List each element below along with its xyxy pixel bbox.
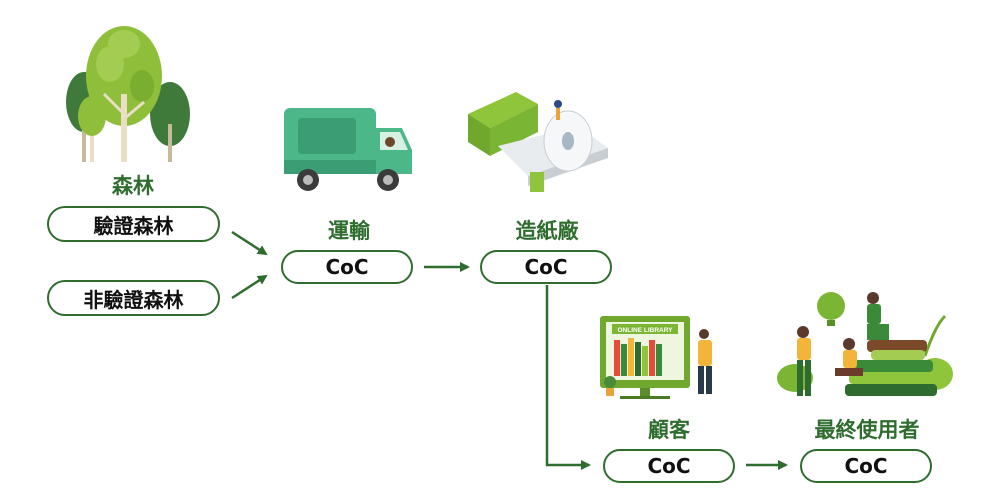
customer-coc-pill: CoC	[603, 449, 735, 483]
paper-machine-icon	[468, 92, 608, 192]
arrow-uncertified-to-transport	[231, 274, 268, 300]
transport-coc-pill: CoC	[281, 250, 413, 284]
end-user-coc-pill: CoC	[800, 449, 932, 483]
transport-heading: 運輸	[328, 219, 370, 243]
paper-mill-heading: 造紙廠	[515, 219, 579, 243]
trees-icon	[66, 26, 190, 162]
paper-mill-coc-pill: CoC	[480, 250, 612, 284]
arrow-mill-to-customer	[545, 285, 591, 470]
end-user-heading: 最終使用者	[814, 418, 920, 442]
certified-forest-pill: 驗證森林	[47, 206, 220, 242]
online-library-icon: ONLINE LIBRARY	[600, 316, 712, 399]
uncertified-forest-pill: 非驗證森林	[47, 280, 220, 316]
arrow-certified-to-transport	[231, 230, 268, 256]
truck-icon	[284, 108, 412, 191]
people-books-icon	[777, 292, 953, 396]
forest-heading: 森林	[112, 174, 154, 198]
library-screen-text: ONLINE LIBRARY	[617, 327, 673, 334]
customer-heading: 顧客	[648, 418, 690, 442]
